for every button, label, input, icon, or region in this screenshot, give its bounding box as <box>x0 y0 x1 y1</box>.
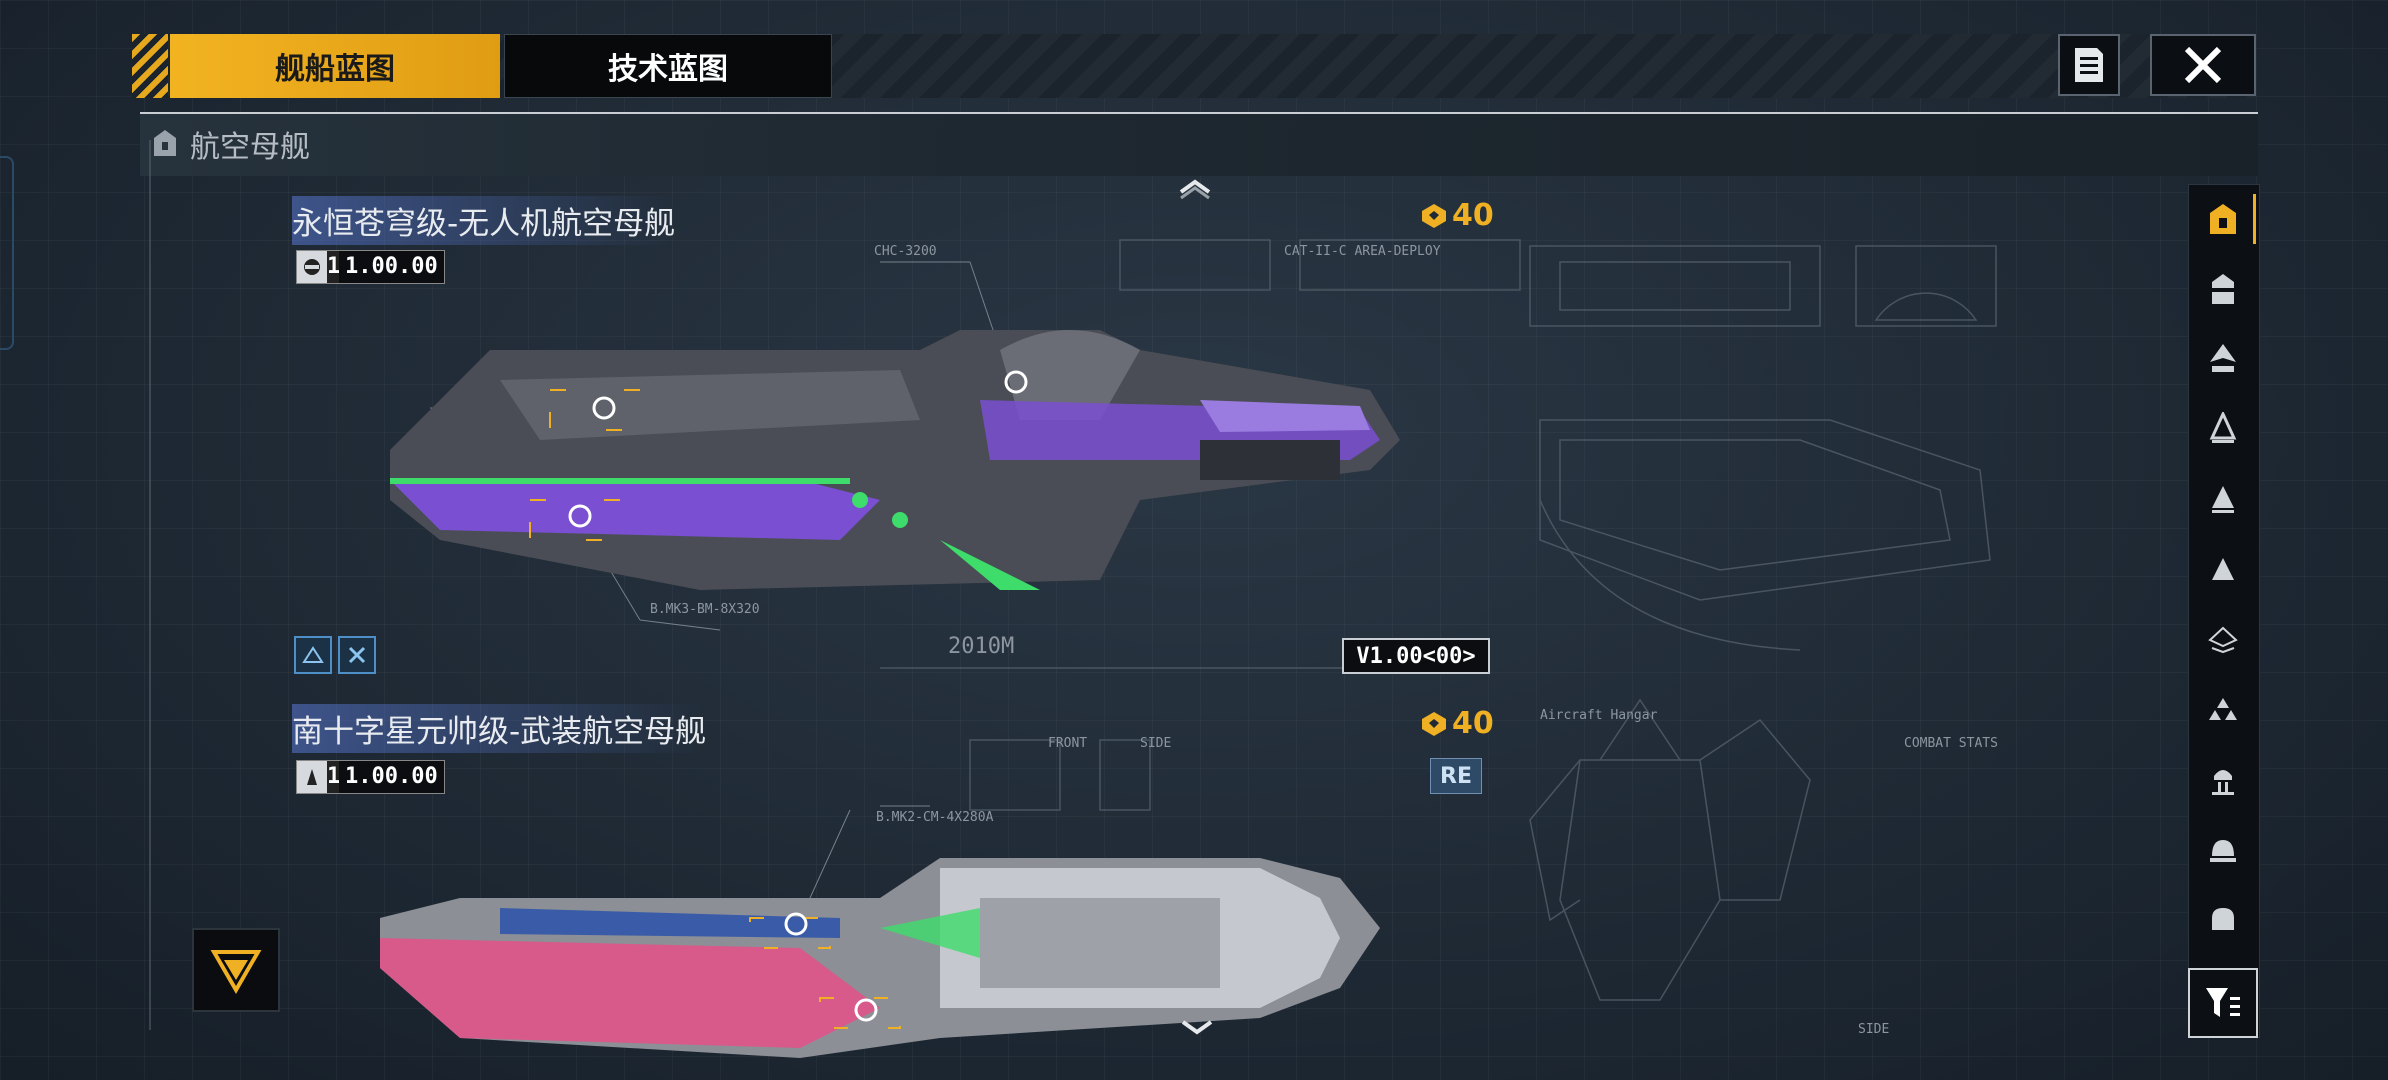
ship-1-label-weapon: B.MK3-BM-8X320 <box>650 602 760 617</box>
ship-2-re-badge: RE <box>1430 758 1482 794</box>
ship-1-cost: 40 <box>1420 198 1494 233</box>
command-point-icon <box>1422 711 1446 736</box>
carrier-icon <box>2210 204 2236 234</box>
ship-2-label-side-2: SIDE <box>1858 1022 1890 1037</box>
filter-station[interactable] <box>2190 746 2256 812</box>
tab-tech-blueprint[interactable]: 技术蓝图 <box>504 34 832 98</box>
ship-2-cost: 40 <box>1420 706 1494 741</box>
battlecruiser-icon <box>2212 274 2234 304</box>
ship-2-label-front: FRONT <box>1048 736 1088 751</box>
ship-2-version-badge: 1 1.00.00 <box>296 760 445 794</box>
category-label: 航空母舰 <box>190 130 310 165</box>
filter-corvette[interactable] <box>2190 536 2256 602</box>
destroyer-icon <box>2209 412 2237 443</box>
close-button[interactable] <box>2150 34 2256 96</box>
frigate-icon <box>2212 486 2234 513</box>
ship-1-level: 1 <box>327 251 340 283</box>
support-icon <box>2210 840 2236 862</box>
filter-destroyer[interactable] <box>2190 396 2256 462</box>
scroll-up-icon[interactable] <box>1178 178 1212 200</box>
ship-1-code: V1.00<00> <box>1342 638 1490 674</box>
ship-2-version: 1.00.00 <box>339 761 444 793</box>
document-icon <box>2075 48 2103 82</box>
ship-1-version-badge: 1 1.00.00 <box>296 250 445 284</box>
filter-aircraft[interactable] <box>2190 606 2256 672</box>
ship-class-filter-column <box>2188 184 2260 1038</box>
shield-icon <box>2212 908 2234 930</box>
filter-carrier[interactable] <box>2190 186 2256 252</box>
class-icon <box>297 761 327 793</box>
hangar-module-icon <box>294 636 332 674</box>
ship-2-cost-value: 40 <box>1452 706 1494 741</box>
filter-shield[interactable] <box>2190 886 2256 952</box>
command-point-icon <box>1422 203 1446 228</box>
ship-1-version: 1.00.00 <box>339 251 444 283</box>
fleet-emblem-icon <box>210 950 262 994</box>
left-edge-tab[interactable] <box>0 156 14 350</box>
aircraft-icon <box>2208 626 2238 654</box>
category-bar <box>140 112 2258 176</box>
close-icon <box>2184 46 2222 84</box>
corvette-icon <box>2212 558 2234 580</box>
ship-1-module-icons <box>294 636 376 674</box>
cruiser-icon <box>2210 344 2236 372</box>
ship-2-label-weapon: B.MK2-CM-4X280A <box>876 810 994 825</box>
ship-1-label-length: 2010M <box>948 634 1015 659</box>
ship-1-label-chc: CHC-3200 <box>874 244 937 259</box>
tab-stripe-decoration <box>132 34 168 98</box>
filter-icon <box>2206 988 2240 1017</box>
ship-2-label-stats: COMBAT STATS <box>1904 736 1998 751</box>
class-icon <box>297 251 327 283</box>
fleet-icon <box>2209 698 2237 720</box>
filter-support[interactable] <box>2190 816 2256 882</box>
fleet-shortcut-button[interactable] <box>192 928 280 1012</box>
filter-battlecruiser[interactable] <box>2190 256 2256 322</box>
carrier-icon <box>154 130 176 156</box>
ship-1-label-deploy: CAT-II-C AREA-DEPLOY <box>1284 244 1441 259</box>
ship-2-level: 1 <box>327 761 340 793</box>
tab-ship-blueprint[interactable]: 舰船蓝图 <box>170 34 500 98</box>
ship-1-cost-value: 40 <box>1452 198 1494 233</box>
scroll-down-icon[interactable] <box>1180 1018 1214 1040</box>
ship-1-image[interactable] <box>380 310 1400 600</box>
filter-settings-button[interactable] <box>2188 968 2258 1038</box>
ship-2-image[interactable] <box>380 838 1400 1060</box>
ship-1-name[interactable]: 永恒苍穹级-无人机航空母舰 <box>292 196 676 245</box>
ship-2-label-hangar: Aircraft Hangar <box>1540 708 1658 723</box>
filter-fleet[interactable] <box>2190 676 2256 742</box>
ship-2-name[interactable]: 南十字星元帅级-武装航空母舰 <box>292 704 707 753</box>
filter-frigate[interactable] <box>2190 466 2256 532</box>
filter-cruiser[interactable] <box>2190 326 2256 392</box>
station-icon <box>2212 770 2234 795</box>
ship-2-label-side: SIDE <box>1140 736 1172 751</box>
notes-button[interactable] <box>2058 34 2120 96</box>
drone-module-icon <box>338 636 376 674</box>
